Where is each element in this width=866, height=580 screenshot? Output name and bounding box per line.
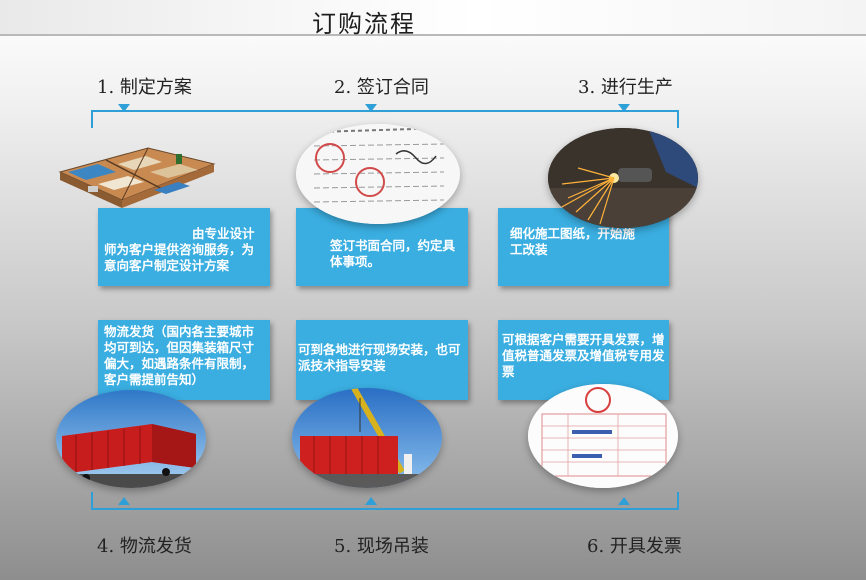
- step-label-shipping: 4. 物流发货: [97, 536, 192, 557]
- card-text: 签订书面合同，约定具体事项。: [330, 238, 456, 269]
- step-label-design: 1. 制定方案: [97, 77, 192, 98]
- arrow-up-icon: [365, 497, 377, 505]
- card-text: 可到各地进行现场安装，也可派技术指导安装: [298, 342, 461, 373]
- arrow-up-icon: [618, 497, 630, 505]
- card-text: 由专业设计师为客户提供咨询服务，为意向客户制定设计方案: [104, 226, 255, 273]
- arrow-up-icon: [118, 497, 130, 505]
- step-card-shipping: 物流发货（国内各主要城市均可到达，但因集装箱尺寸偏大，如遇路条件有限制，客户需提…: [98, 320, 270, 400]
- card-text: 细化施工图纸，开始施工改装: [510, 226, 636, 257]
- arrow-down-icon: [365, 104, 377, 112]
- container-truck-image: [56, 390, 206, 488]
- card-text: 物流发货（国内各主要城市均可到达，但因集装箱尺寸偏大，如遇路条件有限制，客户需提…: [104, 324, 255, 387]
- crane-hoisting-image: [292, 388, 442, 488]
- step-label-production: 3. 进行生产: [578, 77, 673, 98]
- arrow-down-icon: [118, 104, 130, 112]
- card-text: 可根据客户需要开具发票，增值税普通发票及增值税专用发票: [502, 332, 665, 379]
- invoice-document-image: [528, 384, 678, 488]
- step-card-hoisting: 可到各地进行现场安装，也可派技术指导安装: [296, 320, 468, 400]
- arrow-down-icon: [618, 104, 630, 112]
- bottom-flow-line: [91, 492, 679, 510]
- contract-document-image: [296, 124, 460, 224]
- step-label-hoisting: 5. 现场吊装: [334, 536, 429, 557]
- top-flow-line: [91, 110, 679, 128]
- title-bar: [0, 0, 866, 36]
- step-card-design: 由专业设计师为客户提供咨询服务，为意向客户制定设计方案: [98, 208, 270, 286]
- step-label-contract: 2. 签订合同: [334, 77, 429, 98]
- welding-work-image: [548, 128, 698, 228]
- step-label-invoice: 6. 开具发票: [587, 536, 682, 557]
- page-title: 订购流程: [312, 10, 416, 38]
- floor-plan-image: [58, 142, 218, 222]
